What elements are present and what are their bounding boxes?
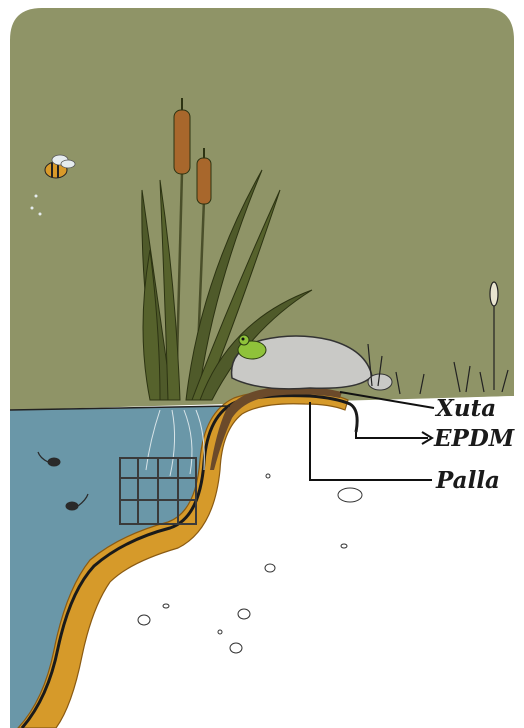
- label-palla: Palla: [435, 467, 500, 494]
- label-epdm: EPDM: [433, 425, 516, 452]
- label-xuta: Xuta: [434, 395, 496, 422]
